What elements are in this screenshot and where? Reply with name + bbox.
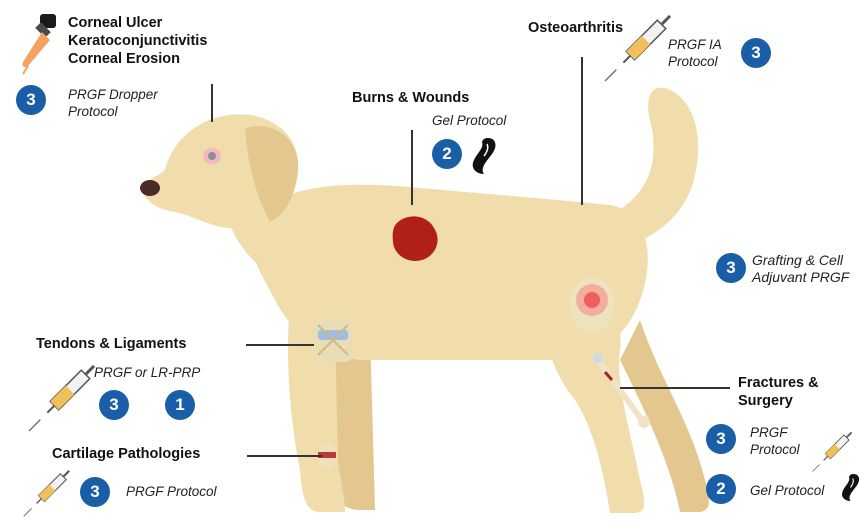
cartilage-title: Cartilage Pathologies xyxy=(52,445,200,463)
cartilage-badge: 3 xyxy=(80,477,110,507)
tendons-badge-a: 3 xyxy=(99,390,129,420)
fractures-badge-a: 3 xyxy=(706,424,736,454)
tendons-protocol: PRGF or LR-PRP xyxy=(94,364,200,381)
dropper-icon xyxy=(22,14,56,74)
tendons-title: Tendons & Ligaments xyxy=(36,335,186,353)
osteo-protocol-line-1: PRGF IA xyxy=(668,36,722,53)
osteo-title: Osteoarthritis xyxy=(528,19,623,37)
fractures-protocol-a: PRGF Protocol xyxy=(750,424,800,458)
dog-body xyxy=(140,88,709,513)
corneal-protocol: PRGF Dropper Protocol xyxy=(68,86,158,120)
grafting-protocol-line-2: Adjuvant PRGF xyxy=(752,269,849,286)
fractures-title: Fractures & Surgery xyxy=(738,374,819,410)
syringe-icon-tendons xyxy=(25,362,99,436)
grafting-protocol: Grafting & Cell Adjuvant PRGF xyxy=(752,252,849,286)
gel-drop-icon-burns xyxy=(473,138,496,174)
syringe-icon-fractures xyxy=(810,430,854,474)
syringe-icon-cartilage xyxy=(21,468,72,519)
fractures-protocol-b: Gel Protocol xyxy=(750,482,824,499)
corneal-title-line-1: Corneal Ulcer xyxy=(68,14,207,32)
fractures-title-line-2: Surgery xyxy=(738,392,819,410)
fractures-protocol-a-line-2: Protocol xyxy=(750,441,800,458)
fractures-title-line-1: Fractures & xyxy=(738,374,819,392)
corneal-title: Corneal Ulcer Keratoconjunctivitis Corne… xyxy=(68,14,207,68)
cartilage-protocol: PRGF Protocol xyxy=(126,483,217,500)
corneal-protocol-line-1: PRGF Dropper xyxy=(68,86,158,103)
corneal-protocol-line-2: Protocol xyxy=(68,103,158,120)
burns-badge: 2 xyxy=(432,139,462,169)
tendons-badge-b: 1 xyxy=(165,390,195,420)
osteo-protocol: PRGF IA Protocol xyxy=(668,36,722,70)
knee-joint xyxy=(314,318,352,362)
hip-joint-inflammation xyxy=(570,277,614,333)
fractures-badge-b: 2 xyxy=(706,474,736,504)
burns-protocol: Gel Protocol xyxy=(432,112,506,129)
fractures-protocol-a-line-1: PRGF xyxy=(750,424,800,441)
burns-title: Burns & Wounds xyxy=(352,89,469,107)
osteo-protocol-line-2: Protocol xyxy=(668,53,722,70)
corneal-title-line-3: Corneal Erosion xyxy=(68,50,207,68)
corneal-title-line-2: Keratoconjunctivitis xyxy=(68,32,207,50)
grafting-protocol-line-1: Grafting & Cell xyxy=(752,252,849,269)
osteo-badge: 3 xyxy=(741,38,771,68)
corneal-badge: 3 xyxy=(16,85,46,115)
gel-drop-icon-fractures xyxy=(842,474,859,501)
grafting-badge: 3 xyxy=(716,253,746,283)
